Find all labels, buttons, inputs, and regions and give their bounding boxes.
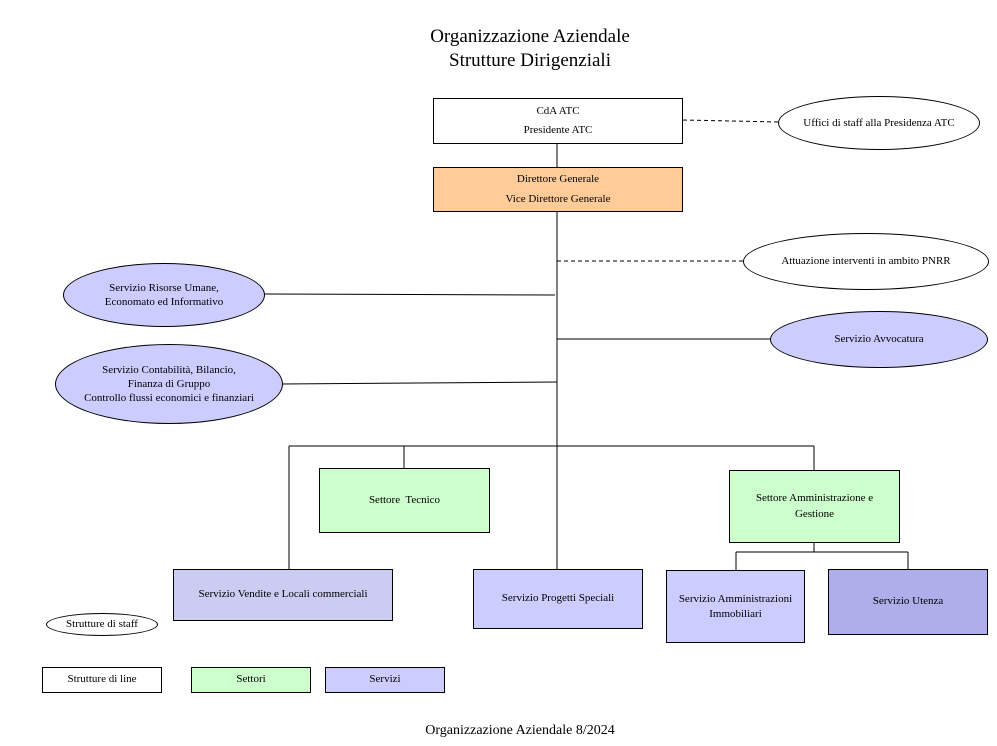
legend-settori: Settori bbox=[191, 667, 311, 693]
node-pnrr-label: Attuazione interventi in ambito PNRR bbox=[781, 255, 951, 268]
node-cda-atc: CdA ATC Presidente ATC bbox=[433, 98, 683, 144]
node-amministrazioni-line2: Immobiliari bbox=[709, 607, 762, 620]
node-progetti-label: Servizio Progetti Speciali bbox=[501, 592, 615, 605]
legend-servizi: Servizi bbox=[325, 667, 445, 693]
node-avvocatura-label: Servizio Avvocatura bbox=[834, 333, 924, 346]
node-risorse-umane: Servizio Risorse Umane, Economato ed Inf… bbox=[63, 263, 265, 327]
connector-contabilita bbox=[281, 381, 558, 385]
legend-staff-label: Strutture di staff bbox=[66, 618, 138, 631]
legend-staff: Strutture di staff bbox=[46, 613, 158, 636]
footer-caption: Organizzazione Aziendale 8/2024 bbox=[425, 723, 615, 738]
node-cda-atc-line2: Presidente ATC bbox=[523, 124, 593, 136]
connector-uffici-staff bbox=[682, 119, 781, 123]
connector-risorse-umane bbox=[263, 293, 556, 296]
node-settore-amministrazione-line2: Gestione bbox=[794, 507, 835, 520]
node-utenza: Servizio Utenza bbox=[828, 569, 988, 635]
node-risorse-umane-line1: Servizio Risorse Umane, bbox=[109, 281, 219, 294]
node-amministrazioni-immobiliari: Servizio Amministrazioni Immobiliari bbox=[666, 570, 805, 643]
node-contabilita-line3: Controllo flussi economici e finanziari bbox=[84, 392, 254, 405]
node-avvocatura: Servizio Avvocatura bbox=[770, 311, 988, 368]
node-pnrr: Attuazione interventi in ambito PNRR bbox=[743, 233, 989, 290]
legend-line: Strutture di line bbox=[42, 667, 162, 693]
node-vendite: Servizio Vendite e Locali commerciali bbox=[173, 569, 393, 621]
node-contabilita-line1: Servizio Contabilità, Bilancio, bbox=[102, 363, 236, 376]
node-vendite-label: Servizio Vendite e Locali commerciali bbox=[198, 588, 368, 601]
node-risorse-umane-line2: Economato ed Informativo bbox=[104, 296, 224, 308]
legend-settori-label: Settori bbox=[236, 673, 266, 686]
node-cda-atc-line1: CdA ATC bbox=[536, 104, 580, 117]
node-utenza-label: Servizio Utenza bbox=[872, 595, 944, 608]
diagram-title-line1: Organizzazione Aziendale bbox=[430, 26, 630, 47]
node-direttore-line1: Direttore Generale bbox=[516, 173, 600, 186]
diagram-title-line2: Strutture Dirigenziali bbox=[449, 50, 611, 71]
node-settore-tecnico-label: Settore Tecnico bbox=[368, 493, 441, 506]
node-uffici-staff-label: Uffici di staff alla Presidenza ATC bbox=[803, 116, 955, 129]
node-settore-amministrazione: Settore Amministrazione e Gestione bbox=[729, 470, 900, 543]
node-direttore-generale: Direttore Generale Vice Direttore Genera… bbox=[433, 167, 683, 212]
node-uffici-staff: Uffici di staff alla Presidenza ATC bbox=[778, 96, 980, 150]
legend-servizi-label: Servizi bbox=[369, 673, 401, 686]
node-settore-tecnico: Settore Tecnico bbox=[319, 468, 490, 533]
node-amministrazioni-line1: Servizio Amministrazioni bbox=[678, 593, 793, 606]
node-direttore-line2: Vice Direttore Generale bbox=[505, 192, 611, 205]
node-settore-amministrazione-line1: Settore Amministrazione e bbox=[755, 492, 874, 505]
node-contabilita-line2: Finanza di Gruppo bbox=[127, 377, 211, 390]
legend-line-label: Strutture di line bbox=[67, 673, 137, 686]
node-contabilita: Servizio Contabilità, Bilancio, Finanza … bbox=[55, 344, 283, 424]
node-progetti-speciali: Servizio Progetti Speciali bbox=[473, 569, 643, 629]
